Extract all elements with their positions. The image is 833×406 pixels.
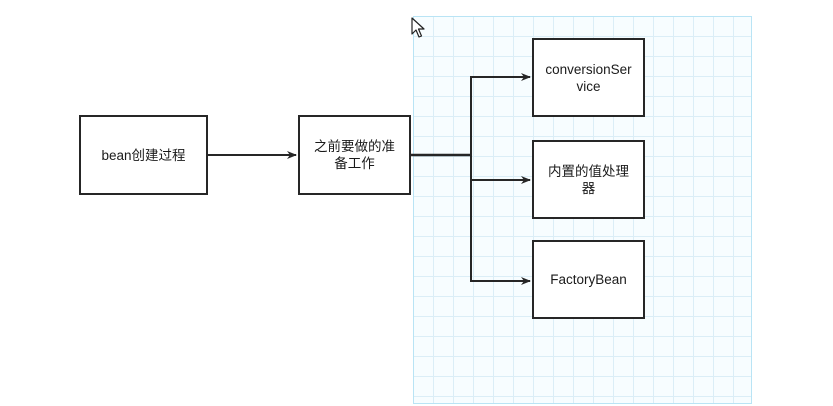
node-factory-bean[interactable]: FactoryBean	[532, 240, 645, 319]
node-prep-work-label: 之前要做的准备工作	[314, 139, 395, 171]
node-conversion-service[interactable]: conversionService	[532, 38, 645, 117]
node-value-processor-label: 内置的值处理器	[548, 163, 629, 196]
node-factory-bean-label: FactoryBean	[550, 272, 627, 287]
node-prep-work[interactable]: 之前要做的准备工作	[298, 115, 411, 195]
node-conversion-service-label: conversionService	[545, 61, 632, 94]
node-value-processor[interactable]: 内置的值处理器	[532, 140, 645, 219]
node-bean-process[interactable]: bean创建过程	[79, 115, 208, 195]
node-bean-process-label: bean创建过程	[101, 147, 186, 163]
mouse-pointer-icon	[411, 17, 425, 38]
